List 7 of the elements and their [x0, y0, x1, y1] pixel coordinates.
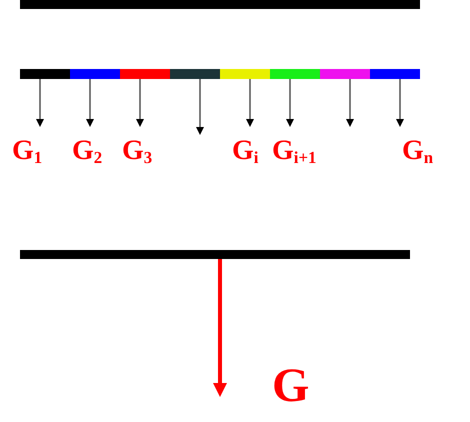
force-label: G$_{2}$ — [72, 137, 102, 167]
force-label: G — [272, 362, 310, 410]
force-label: G$_{i+1}$ — [272, 137, 316, 167]
force-label: G$_{i}$ — [232, 137, 258, 167]
force-label: G$_{3}$ — [122, 137, 152, 167]
force-label: G$_{n}$ — [402, 137, 434, 167]
force-label: G$_{1}$ — [12, 137, 42, 167]
